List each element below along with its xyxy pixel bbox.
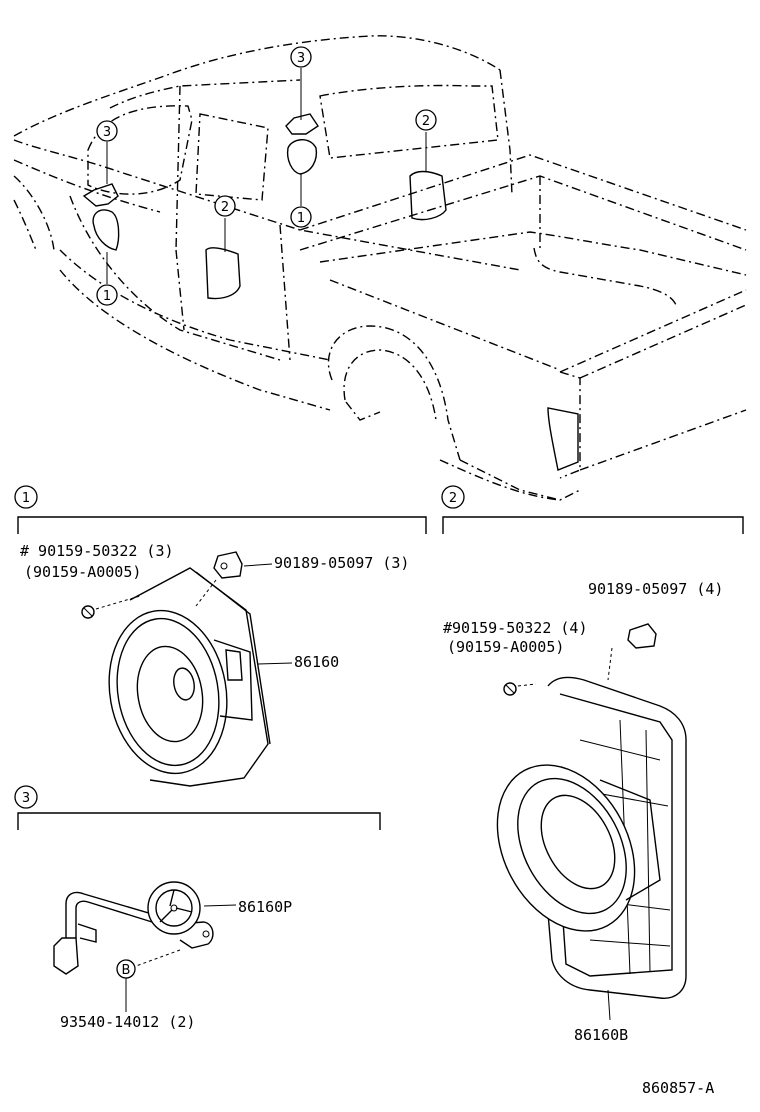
tweeter-86160P <box>53 881 237 975</box>
section-2-screw <box>503 682 537 696</box>
section-2-badge: 2 <box>441 485 465 509</box>
section-1-screw-alt: (90159-A0005) <box>24 563 141 581</box>
section-3-bracket <box>17 812 381 830</box>
section-2-clip-label: 90189-05097 (4) <box>588 580 723 598</box>
section-2-clip <box>607 623 657 681</box>
svg-text:2: 2 <box>449 491 457 506</box>
callout-2-rear: 2 <box>415 109 437 131</box>
section-2-screw-alt: (90159-A0005) <box>447 638 564 656</box>
callout-2-front: 2 <box>214 195 236 217</box>
svg-text:2: 2 <box>221 200 229 215</box>
section-1-clip-label: 90189-05097 (3) <box>274 554 409 572</box>
section-1-clip <box>195 551 273 607</box>
svg-text:B: B <box>122 963 131 978</box>
section-2-screw-label: #90159-50322 (4) <box>443 619 588 637</box>
callout-3-front: 3 <box>96 120 118 142</box>
svg-text:3: 3 <box>22 791 30 806</box>
svg-text:3: 3 <box>103 125 111 140</box>
speaker-86160 <box>108 567 293 787</box>
callout-3-rear: 3 <box>290 46 312 68</box>
svg-text:1: 1 <box>22 491 30 506</box>
svg-text:2: 2 <box>422 114 430 129</box>
bolt-marker-B: B <box>116 959 136 979</box>
section-2-part-label: 86160B <box>574 1026 628 1044</box>
section-1-badge: 1 <box>14 485 38 509</box>
drawing-number: 860857-A <box>642 1079 714 1097</box>
callout-leaders <box>106 68 427 284</box>
section-2-bracket <box>442 516 744 534</box>
callout-1-rear: 1 <box>290 206 312 228</box>
section-3-bolt-label: 93540-14012 (2) <box>60 1013 195 1031</box>
svg-text:3: 3 <box>297 51 305 66</box>
section-1-bracket <box>17 516 427 534</box>
callout-1-front: 1 <box>96 284 118 306</box>
section-1-screw-label: # 90159-50322 (3) <box>20 542 174 560</box>
pickup-truck-outline <box>13 35 747 501</box>
section-3-badge: 3 <box>14 785 38 809</box>
section-1-screw <box>81 595 141 619</box>
svg-text:1: 1 <box>103 289 111 304</box>
section-1-part-label: 86160 <box>294 653 339 671</box>
svg-text:1: 1 <box>297 211 305 226</box>
section-3-part-label: 86160P <box>238 898 292 916</box>
speaker-86160B <box>496 676 687 1021</box>
